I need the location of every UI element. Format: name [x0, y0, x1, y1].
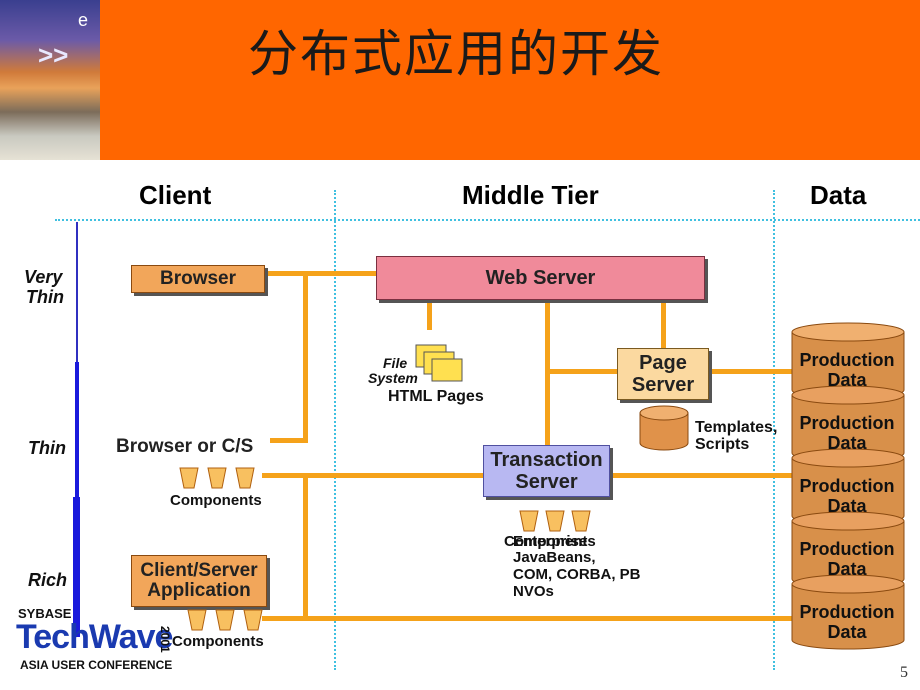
components-icon-2 [187, 609, 263, 631]
browser-box: Browser [131, 265, 265, 293]
components-label-1: Components [170, 492, 262, 509]
connector-browser-web [264, 271, 376, 276]
column-middle-heading: Middle Tier [462, 180, 599, 210]
page-number: 5 [900, 664, 908, 681]
file-system-icon [415, 344, 463, 382]
production-data-2-line2: Data [827, 433, 867, 453]
tier-rich-label: Rich [28, 570, 68, 590]
connector-bcs-link [270, 438, 308, 443]
client-middle-divider [334, 190, 336, 670]
components-icon [179, 467, 255, 489]
page-server-line-2: Server [631, 374, 695, 396]
tier-axis-thick [73, 497, 80, 637]
production-data-1: Production Data [792, 350, 902, 390]
browser-cs-label: Browser or C/S [116, 436, 254, 457]
production-data-4-line2: Data [827, 559, 867, 579]
connector-transaction-data [608, 473, 797, 478]
header-guide-line [55, 219, 920, 221]
production-data-3-line2: Data [827, 496, 867, 516]
file-label: File [383, 355, 408, 371]
components-label-2: Components [172, 633, 264, 650]
cylinder-5-icon [791, 583, 905, 650]
templates-label: Templates, [695, 419, 778, 436]
production-data-4: Production Data [792, 539, 902, 579]
enterprise-label: Enterprise [513, 533, 588, 550]
web-server-box: Web Server [376, 256, 705, 300]
scripts-label: Scripts [695, 436, 750, 453]
tier-axis-thin [76, 222, 78, 362]
production-data-3: Production Data [792, 476, 902, 516]
connector-cs-data [262, 616, 797, 621]
com-corba-label: COM, CORBA, PB [513, 566, 641, 583]
arrow-decoration-icon: >> [38, 40, 69, 70]
production-data-stack [791, 322, 905, 650]
client-server-line-1: Client/Server [140, 560, 258, 581]
connector-vertical-lower [303, 473, 308, 621]
production-data-4-line1: Production [799, 539, 895, 559]
transaction-line-1: Transaction [490, 449, 603, 471]
transaction-line-2: Server [515, 471, 578, 493]
tier-axis-medium [75, 362, 79, 497]
connector-web-transaction [545, 298, 550, 446]
connector-vertical-left [303, 271, 308, 443]
web-server-label: Web Server [485, 266, 596, 289]
components-icon-3 [519, 510, 591, 532]
production-data-2: Production Data [792, 413, 902, 453]
production-data-5: Production Data [792, 602, 902, 642]
connector-web-file [427, 298, 432, 330]
production-data-1-line2: Data [827, 370, 867, 390]
browser-cs-box [116, 431, 266, 461]
techwave-logo: SYBASE TechWave 2001 ASIA USER CONFERENC… [16, 606, 176, 680]
slide-title: 分布式应用的开发 [248, 25, 664, 83]
production-data-5-line1: Production [799, 602, 895, 622]
tier-very-thin-label: Thin [26, 287, 64, 307]
tier-thin-label: Thin [28, 438, 66, 458]
connector-branch-page [550, 369, 618, 374]
connector-web-page [661, 298, 666, 348]
page-server-line-1: Page [639, 352, 687, 374]
production-data-5-line2: Data [827, 622, 867, 642]
production-data-1-line1: Production [799, 350, 895, 370]
header-band [0, 0, 920, 160]
tier-very-label: Very [24, 267, 63, 287]
templates-database-icon [639, 405, 689, 451]
production-data-2-line1: Production [799, 413, 895, 433]
logo-year: 2001 [158, 626, 172, 653]
logo-conference: ASIA USER CONFERENCE [20, 658, 173, 672]
browser-label: Browser [159, 268, 237, 289]
column-data-heading: Data [810, 180, 867, 210]
javabeans-label: JavaBeans, [513, 549, 596, 566]
page-server-box: Page Server [617, 348, 709, 400]
logo-sybase: SYBASE [18, 606, 72, 621]
column-client-heading: Client [139, 180, 212, 210]
logo-techwave: TechWave [16, 618, 173, 656]
client-server-line-2: Application [147, 580, 251, 601]
connector-page-data [707, 369, 797, 374]
system-label: System [368, 370, 418, 386]
transaction-server-box: Transaction Server [483, 445, 610, 497]
production-data-3-line1: Production [799, 476, 895, 496]
middle-data-divider [773, 190, 775, 670]
client-server-box: Client/Server Application [131, 555, 267, 607]
components-label-3: Components [504, 533, 596, 550]
e-decoration-icon: e [78, 10, 89, 30]
nvos-label: NVOs [513, 583, 554, 600]
html-pages-label: HTML Pages [388, 388, 484, 405]
header-photo: >> e [0, 0, 100, 160]
connector-bcs-transaction [262, 473, 483, 478]
